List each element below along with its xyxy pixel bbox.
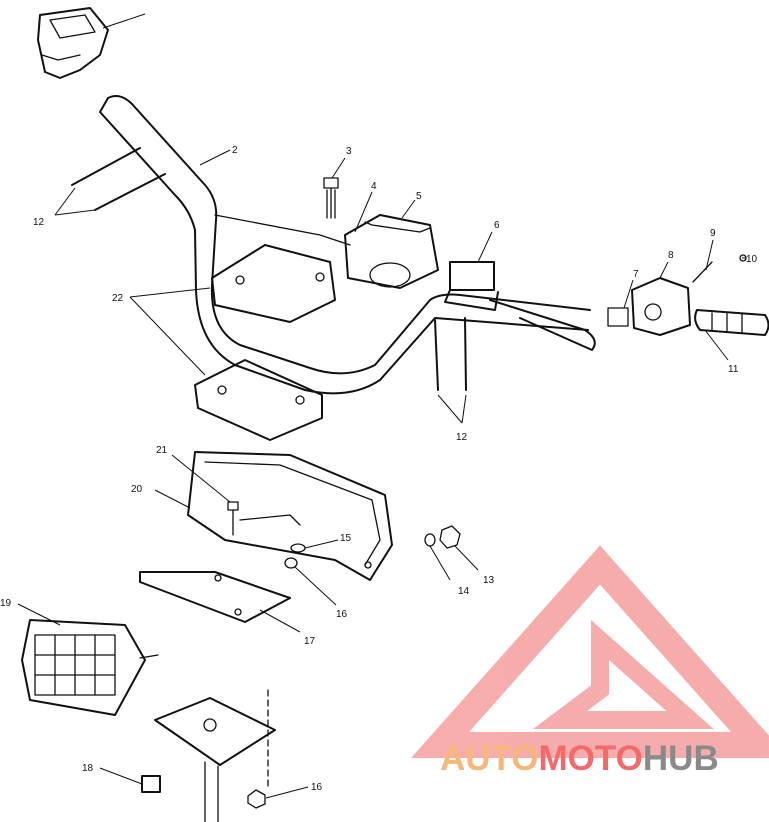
nut-16 <box>284 557 298 569</box>
callout-9: 9 <box>710 228 716 239</box>
callout-17: 17 <box>304 636 316 647</box>
lower-plate <box>154 697 276 822</box>
callout-5: 5 <box>416 191 422 202</box>
cable-ties-left <box>71 147 166 211</box>
brake-master-cylinder <box>444 261 596 351</box>
callout-16-mid: 16 <box>336 609 348 620</box>
headlight-pod-cover <box>37 7 109 79</box>
callout-11: 11 <box>728 364 739 375</box>
handlebar <box>99 95 591 395</box>
callout-3: 3 <box>346 146 352 157</box>
headlight <box>21 619 159 716</box>
callout-12-right: 12 <box>456 432 468 443</box>
watermark-word-hub: HUB <box>643 739 719 778</box>
callout-2: 2 <box>232 145 238 156</box>
nut-13 <box>439 525 461 549</box>
handlebar-clamp-lower <box>194 359 323 441</box>
callout-10: 10 <box>746 254 758 265</box>
callout-4: 4 <box>371 181 377 192</box>
bolt-21 <box>227 501 239 536</box>
callout-14: 14 <box>458 586 470 597</box>
cable-ties-right <box>434 317 467 391</box>
watermark-text: AUTOMOTOHUB <box>440 739 719 778</box>
callout-22: 22 <box>112 293 124 304</box>
callout-12-left: 12 <box>33 217 45 228</box>
callout-20: 20 <box>131 484 143 495</box>
handlebar-clamp-upper <box>211 244 336 323</box>
callout-8: 8 <box>668 250 674 261</box>
mounting-plate <box>139 571 291 623</box>
watermark-word-moto: MOTO <box>539 739 643 778</box>
callout-7: 7 <box>633 269 639 280</box>
callout-13: 13 <box>483 575 495 586</box>
watermark-word-auto: AUTO <box>440 739 539 778</box>
callout-21: 21 <box>156 445 168 456</box>
headlight-bracket <box>187 451 393 581</box>
washer-15 <box>290 543 306 553</box>
bolt-3 <box>323 177 339 219</box>
nut-16-lower <box>247 789 266 809</box>
hand-grip <box>694 309 769 336</box>
callout-16-lower: 16 <box>311 782 323 793</box>
callout-18: 18 <box>82 763 94 774</box>
handlebar-pad <box>344 214 439 289</box>
watermark-logo <box>411 545 769 758</box>
callout-15: 15 <box>340 533 352 544</box>
washer-14 <box>424 533 436 547</box>
callout-19: 19 <box>0 598 12 609</box>
callout-6: 6 <box>494 220 500 231</box>
connector-18 <box>141 775 161 793</box>
